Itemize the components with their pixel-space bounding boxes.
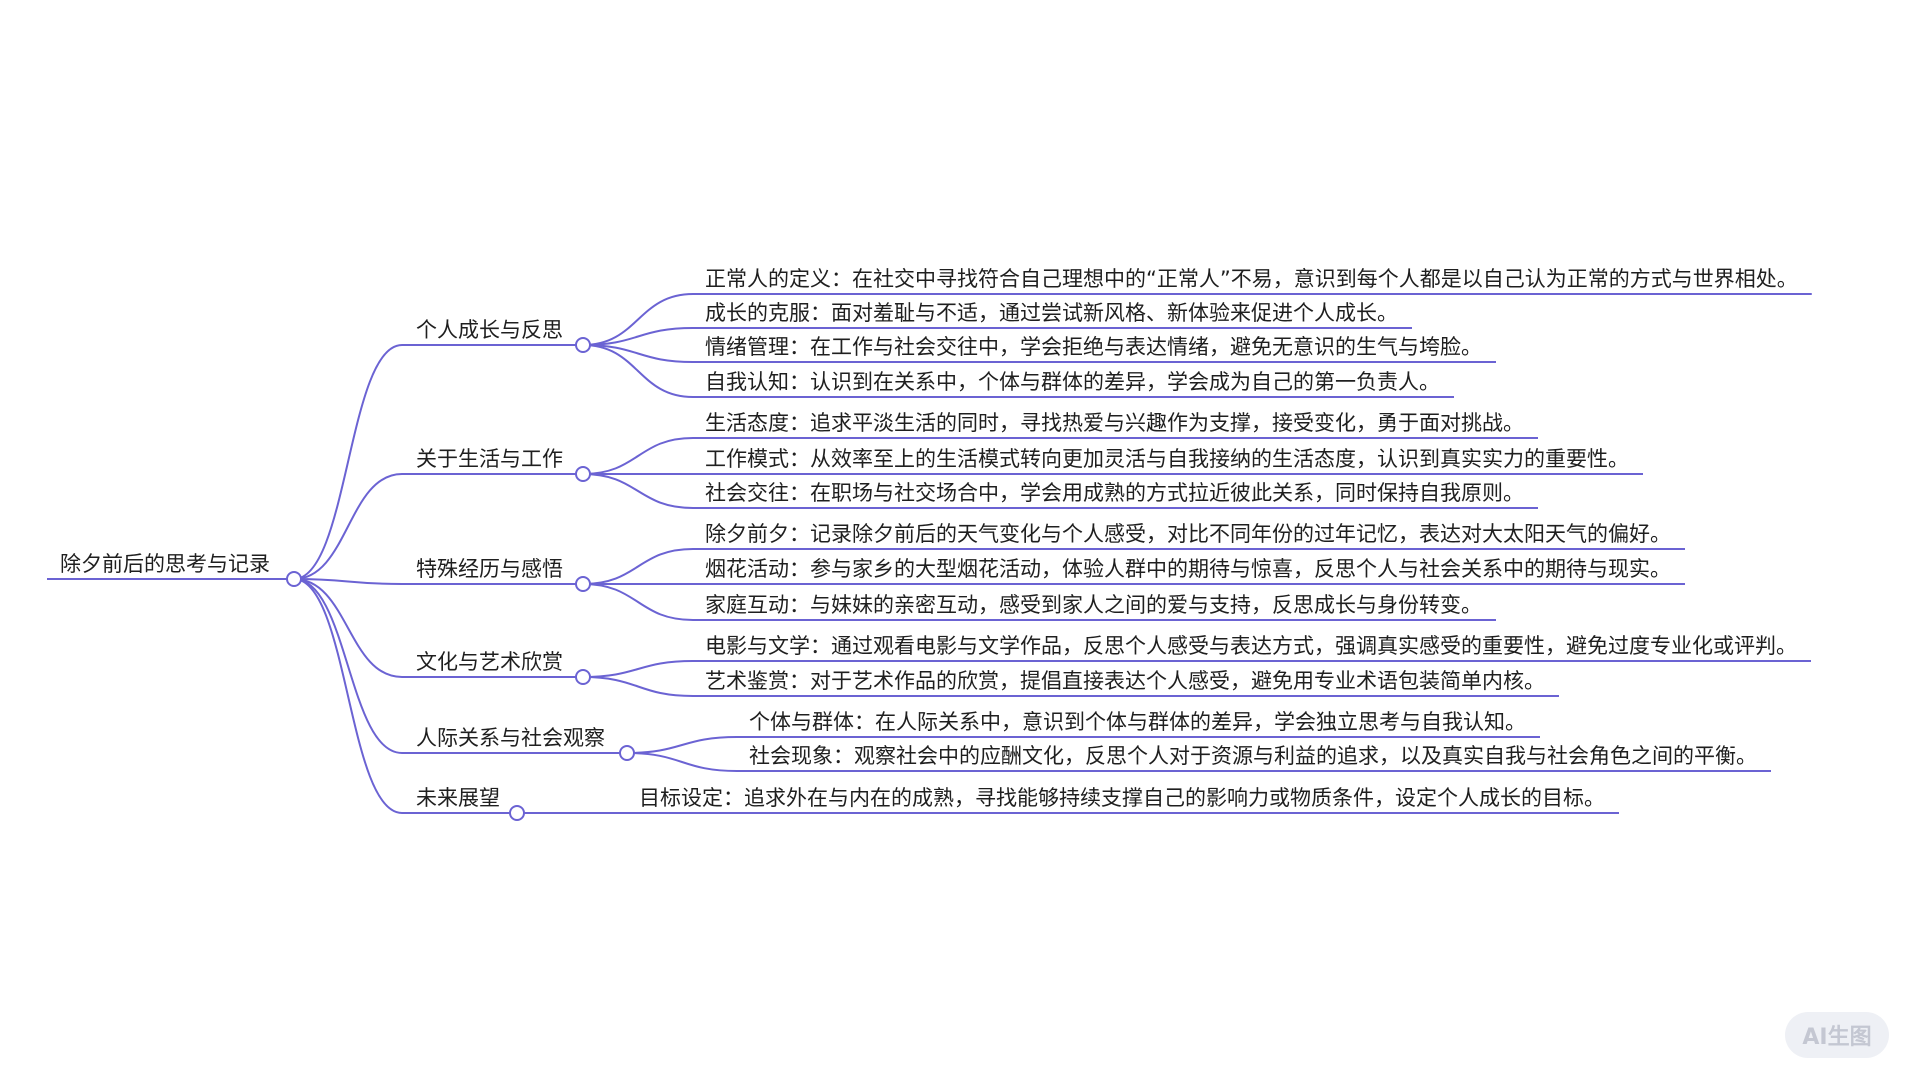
leaf-node[interactable]: 家庭互动：与妹妹的亲密互动，感受到家人之间的爱与支持，反思成长与身份转变。 — [705, 593, 1482, 617]
branch-to-leaf-connector — [582, 437, 694, 475]
root-to-branch-connector — [293, 578, 403, 585]
root-node[interactable]: 除夕前后的思考与记录 — [60, 552, 270, 576]
leaf-node[interactable]: 正常人的定义：在社交中寻找符合自己理想中的“正常人”不易，意识到每个人都是以自己… — [705, 267, 1798, 291]
root-collapse-toggle[interactable] — [286, 571, 302, 587]
branch-collapse-toggle[interactable] — [575, 576, 591, 592]
branch-to-leaf-connector — [626, 736, 738, 754]
leaf-node[interactable]: 个体与群体：在人际关系中，意识到个体与群体的差异，学会独立思考与自我认知。 — [749, 710, 1526, 734]
branch-collapse-toggle[interactable] — [575, 337, 591, 353]
leaf-node[interactable]: 烟花活动：参与家乡的大型烟花活动，体验人群中的期待与惊喜，反思个人与社会关系中的… — [705, 557, 1671, 581]
branch-node[interactable]: 未来展望 — [416, 786, 500, 810]
leaf-node[interactable]: 社会交往：在职场与社交场合中，学会用成熟的方式拉近彼此关系，同时保持自我原则。 — [705, 481, 1524, 505]
branch-to-leaf-connector — [582, 660, 694, 678]
leaf-node[interactable]: 目标设定：追求外在与内在的成熟，寻找能够持续支撑自己的影响力或物质条件，设定个人… — [639, 786, 1605, 810]
root-to-branch-connector — [293, 578, 403, 814]
branch-to-leaf-connector — [582, 676, 694, 697]
branch-collapse-toggle[interactable] — [575, 466, 591, 482]
leaf-node[interactable]: 艺术鉴赏：对于艺术作品的欣赏，提倡直接表达个人感受，避免用专业术语包装简单内核。 — [705, 669, 1545, 693]
root-to-branch-connector — [293, 578, 403, 754]
leaf-node[interactable]: 社会现象：观察社会中的应酬文化，反思个人对于资源与利益的追求，以及真实自我与社会… — [749, 744, 1757, 768]
leaf-node[interactable]: 生活态度：追求平淡生活的同时，寻找热爱与兴趣作为支撑，接受变化，勇于面对挑战。 — [705, 411, 1524, 435]
branch-to-leaf-connector — [582, 473, 694, 509]
branch-to-leaf-connector — [626, 752, 738, 772]
branch-collapse-toggle[interactable] — [619, 745, 635, 761]
root-to-branch-connector — [293, 473, 403, 580]
branch-node[interactable]: 关于生活与工作 — [416, 447, 563, 471]
branch-collapse-toggle[interactable] — [575, 669, 591, 685]
root-to-branch-connector — [293, 578, 403, 678]
root-to-branch-connector — [293, 344, 403, 580]
branch-node[interactable]: 特殊经历与感悟 — [416, 557, 563, 581]
branch-to-leaf-connector — [582, 344, 694, 398]
leaf-node[interactable]: 工作模式：从效率至上的生活模式转向更加灵活与自我接纳的生活态度，认识到真实实力的… — [705, 447, 1629, 471]
branch-collapse-toggle[interactable] — [509, 805, 525, 821]
leaf-node[interactable]: 成长的克服：面对羞耻与不适，通过尝试新风格、新体验来促进个人成长。 — [705, 301, 1398, 325]
ai-generated-badge[interactable]: AI生图 — [1785, 1012, 1889, 1058]
branch-to-leaf-connector — [582, 548, 694, 585]
branch-to-leaf-connector — [582, 583, 694, 621]
leaf-node[interactable]: 自我认知：认识到在关系中，个体与群体的差异，学会成为自己的第一负责人。 — [705, 370, 1440, 394]
branch-to-leaf-connector — [582, 344, 694, 363]
leaf-node[interactable]: 除夕前夕：记录除夕前后的天气变化与个人感受，对比不同年份的过年记忆，表达对大太阳… — [705, 522, 1671, 546]
leaf-node[interactable]: 电影与文学：通过观看电影与文学作品，反思个人感受与表达方式，强调真实感受的重要性… — [705, 634, 1797, 658]
branch-node[interactable]: 个人成长与反思 — [416, 318, 563, 342]
branch-to-leaf-connector — [582, 327, 694, 346]
branch-node[interactable]: 人际关系与社会观察 — [416, 726, 605, 750]
branch-node[interactable]: 文化与艺术欣赏 — [416, 650, 563, 674]
leaf-node[interactable]: 情绪管理：在工作与社会交往中，学会拒绝与表达情绪，避免无意识的生气与垮脸。 — [705, 335, 1482, 359]
branch-to-leaf-connector — [582, 293, 694, 346]
